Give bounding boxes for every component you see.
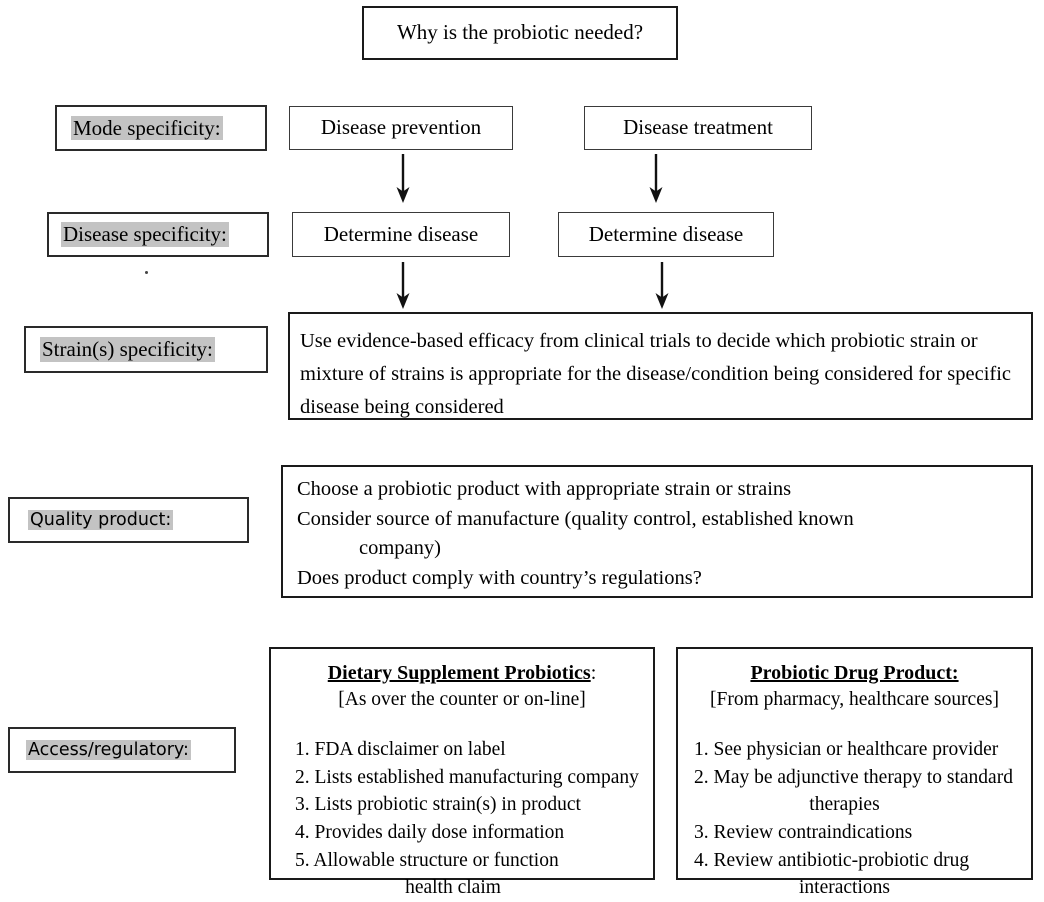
node-strain-evidence-text: Use evidence-based efficacy from clinica… [300, 330, 1012, 419]
quality-line-2-continuation: company) [359, 537, 441, 560]
row-label-strain-specificity: Strain(s) specificity: [24, 326, 268, 373]
list-item: 4. Review antibiotic-probiotic drug [694, 849, 970, 871]
list-item: 1. See physician or healthcare provider [694, 739, 999, 760]
panel-probiotic-drug-list: 1. See physician or healthcare provider … [694, 736, 1023, 902]
panel-dietary-supplement-list: 1. FDA disclaimer on label 2. Lists esta… [295, 736, 645, 902]
list-item: 3. Review contraindications [694, 822, 913, 844]
node-disease-prevention: Disease prevention [289, 106, 513, 150]
list-item: 4. Provides daily dose information [295, 822, 565, 844]
list-item: 2. May be adjunctive therapy to standard [694, 766, 1013, 788]
arrow-determine-left-to-strain [396, 262, 410, 309]
node-determine-disease-right-label: Determine disease [588, 221, 744, 246]
quality-line-1: Choose a probiotic product with appropri… [297, 478, 792, 500]
node-quality-product-lines: Choose a probiotic product with appropri… [297, 475, 1013, 594]
panel-dietary-supplement-subtitle: [As over the counter or on-line] [338, 689, 586, 710]
list-item: 5. Allowable structure or function [295, 849, 559, 871]
node-strain-evidence: Use evidence-based efficacy from clinica… [288, 312, 1033, 420]
quality-line-3: Does product comply with country’s regul… [297, 567, 702, 590]
list-item-continuation: interactions [799, 877, 890, 899]
row-label-access-regulatory-text: Access/regulatory: [26, 739, 191, 761]
row-label-quality-product: Quality product: [8, 497, 249, 543]
row-label-disease-specificity-text: Disease specificity: [61, 222, 229, 247]
list-item-continuation: health claim [405, 877, 501, 899]
panel-dietary-supplement-probiotics: Dietary Supplement Probiotics: [As over … [269, 647, 655, 898]
list-item: 3. Lists probiotic strain(s) in product [295, 794, 581, 816]
stray-mark [145, 271, 148, 274]
panel-dietary-supplement-title-text: Dietary Supplement Probiotics [327, 662, 591, 684]
panel-probiotic-drug-subtitle: [From pharmacy, healthcare sources] [710, 689, 999, 710]
panel-dietary-supplement-title-suffix: : [590, 662, 597, 684]
list-item: 2. Lists established manufacturing compa… [295, 766, 639, 788]
arrow-treatment-to-determine [649, 154, 663, 203]
list-item-continuation: therapies [809, 794, 880, 816]
panel-dietary-supplement-title: Dietary Supplement Probiotics: [271, 661, 653, 686]
node-why-probiotic: Why is the probiotic needed? [362, 6, 678, 60]
row-label-access-regulatory: Access/regulatory: [8, 727, 236, 773]
row-label-disease-specificity: Disease specificity: [47, 212, 269, 257]
node-why-probiotic-label: Why is the probiotic needed? [396, 20, 644, 45]
node-determine-disease-left: Determine disease [292, 212, 510, 257]
node-quality-product: Choose a probiotic product with appropri… [281, 465, 1033, 598]
quality-line-2: Consider source of manufacture (quality … [297, 507, 854, 530]
flowchart-canvas: Why is the probiotic needed? Mode specif… [8, 6, 1033, 898]
node-disease-treatment: Disease treatment [584, 106, 812, 150]
row-label-quality-product-text: Quality product: [28, 509, 174, 531]
panel-probiotic-drug-product: Probiotic Drug Product: [From pharmacy, … [676, 647, 1033, 898]
panel-probiotic-drug-title-text: Probiotic Drug Product: [750, 662, 959, 684]
node-determine-disease-right: Determine disease [558, 212, 774, 257]
row-label-strain-specificity-text: Strain(s) specificity: [40, 337, 215, 362]
row-label-mode-specificity: Mode specificity: [55, 105, 267, 151]
arrow-determine-right-to-strain [655, 262, 669, 309]
node-disease-treatment-label: Disease treatment [623, 115, 773, 140]
panel-probiotic-drug-title: Probiotic Drug Product: [678, 661, 1031, 686]
node-disease-prevention-label: Disease prevention [320, 115, 482, 140]
row-label-mode-specificity-text: Mode specificity: [71, 115, 223, 141]
arrow-prevention-to-determine [396, 154, 410, 203]
list-item: 1. FDA disclaimer on label [295, 739, 506, 760]
node-determine-disease-left-label: Determine disease [323, 221, 479, 246]
